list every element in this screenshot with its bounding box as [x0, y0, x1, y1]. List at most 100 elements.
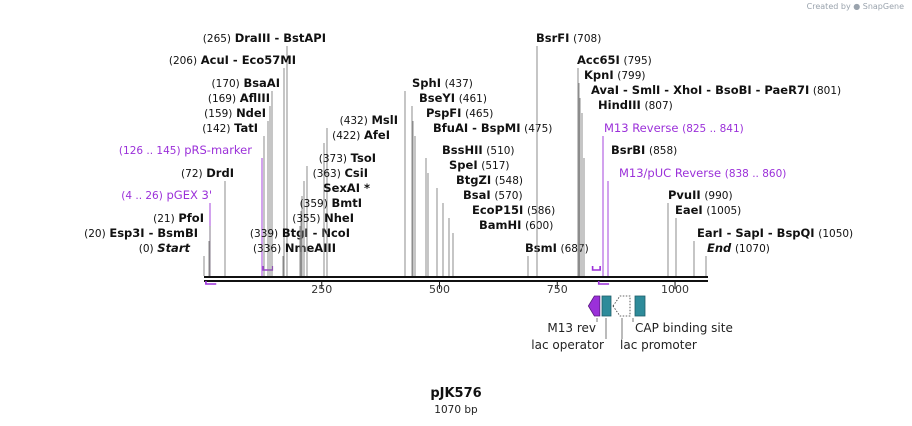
site-position: (858)	[649, 145, 677, 157]
site-label[interactable]: (169) AflIII	[208, 91, 270, 105]
site-label[interactable]: (355) NheI	[292, 211, 354, 225]
site-name: PfoI	[178, 211, 204, 225]
site-name: Esp3I - BsmBI	[109, 226, 198, 240]
site-position: (517)	[481, 160, 509, 172]
site-label[interactable]: (363) CsiI	[313, 166, 368, 180]
site-name: BfuAI - BspMI	[433, 121, 520, 135]
lac-promoter-arrow[interactable]	[612, 295, 631, 317]
site-label[interactable]: (0) Start	[139, 241, 191, 255]
site-position: (799)	[617, 70, 645, 82]
site-position: (708)	[573, 33, 601, 45]
site-label[interactable]: (142) TatI	[202, 121, 258, 135]
site-label[interactable]: HindIII (807)	[598, 98, 673, 112]
site-position: (687)	[561, 243, 589, 255]
feature-label-lac-operator: lac operator	[531, 338, 604, 352]
site-label[interactable]: BsaI (570)	[463, 188, 523, 202]
site-label[interactable]: BssHII (510)	[442, 143, 515, 157]
credit-brand: SnapGene	[862, 2, 904, 11]
plasmid-length: 1070 bp	[434, 404, 478, 416]
site-position: (807)	[644, 100, 672, 112]
site-name: KpnI	[584, 68, 614, 82]
cap-binding-site-box[interactable]	[634, 295, 646, 317]
site-label[interactable]: EaeI (1005)	[675, 203, 741, 217]
site-label[interactable]: BseYI (461)	[419, 91, 487, 105]
site-position: (142)	[202, 123, 230, 135]
site-name: MslI	[371, 113, 398, 127]
site-label[interactable]: (159) NdeI	[204, 106, 266, 120]
site-name: BsaI	[463, 188, 491, 202]
site-label[interactable]: (432) MslI	[340, 113, 398, 127]
site-name: NdeI	[236, 106, 266, 120]
site-label[interactable]: (339) BtgI - NcoI	[250, 226, 350, 240]
feature-label-m13-rev: M13 rev	[547, 321, 596, 335]
site-name: M13/pUC Reverse	[619, 166, 721, 180]
site-position: (795)	[623, 55, 651, 67]
site-position: (475)	[524, 123, 552, 135]
site-position: (570)	[494, 190, 522, 202]
ruler-tick-label: 1000	[661, 283, 689, 296]
site-name: EarI - SapI - BspQI	[697, 226, 815, 240]
site-position: (373)	[319, 153, 347, 165]
site-label[interactable]: M13 Reverse (825 .. 841)	[604, 121, 744, 135]
site-label[interactable]: AvaI - SmlI - XhoI - BsoBI - PaeR7I (801…	[591, 83, 841, 97]
site-label[interactable]: (265) DraIII - BstAPI	[203, 31, 326, 45]
site-position: (437)	[445, 78, 473, 90]
site-label[interactable]: (422) AfeI	[332, 128, 390, 142]
site-position: (1005)	[706, 205, 741, 217]
site-label[interactable]: BamHI (600)	[479, 218, 553, 232]
site-label[interactable]: (359) BmtI	[300, 196, 362, 210]
site-label[interactable]: EcoP15I (586)	[472, 203, 555, 217]
site-name: M13 Reverse	[604, 121, 678, 135]
site-label[interactable]: End (1070)	[707, 241, 770, 255]
site-position: (339)	[250, 228, 278, 240]
site-label[interactable]: SpeI (517)	[449, 158, 509, 172]
site-label[interactable]: (21) PfoI	[153, 211, 204, 225]
site-label[interactable]: (336) NmeAIII	[253, 241, 336, 255]
ruler-tick-label: 250	[311, 283, 332, 296]
site-label[interactable]: SexAI *	[323, 181, 370, 195]
site-position: (600)	[525, 220, 553, 232]
site-position: (20)	[84, 228, 106, 240]
site-label[interactable]: EarI - SapI - BspQI (1050)	[697, 226, 853, 240]
site-label[interactable]: SphI (437)	[412, 76, 473, 90]
site-position: (206)	[169, 55, 197, 67]
m13-rev-arrow[interactable]	[587, 295, 601, 317]
primer-mark	[597, 281, 610, 285]
site-label[interactable]: (4 .. 26) pGEX 3'	[121, 188, 212, 202]
site-name: BmtI	[331, 196, 362, 210]
site-name: End	[707, 241, 732, 255]
site-label[interactable]: BsrFI (708)	[536, 31, 601, 45]
site-label[interactable]: M13/pUC Reverse (838 .. 860)	[619, 166, 786, 180]
site-label[interactable]: BfuAI - BspMI (475)	[433, 121, 552, 135]
lac-operator-box[interactable]	[601, 295, 612, 317]
site-label[interactable]: (126 .. 145) pRS-marker	[119, 143, 252, 157]
site-name: PvuII	[668, 188, 701, 202]
site-name: TsoI	[351, 151, 376, 165]
site-label[interactable]: Acc65I (795)	[577, 53, 652, 67]
site-label[interactable]: PvuII (990)	[668, 188, 733, 202]
site-label[interactable]: (373) TsoI	[319, 151, 376, 165]
site-label[interactable]: BtgZI (548)	[456, 173, 523, 187]
feature-label-lac-promoter: lac promoter	[620, 338, 697, 352]
site-position: (586)	[527, 205, 555, 217]
site-label[interactable]: (206) AcuI - Eco57MI	[169, 53, 296, 67]
site-name: BssHII	[442, 143, 483, 157]
site-label[interactable]: PspFI (465)	[426, 106, 493, 120]
site-name: BtgZI	[456, 173, 491, 187]
site-label[interactable]: (20) Esp3I - BsmBI	[84, 226, 198, 240]
site-label[interactable]: (170) BsaAI	[212, 76, 280, 90]
site-name: pGEX 3'	[167, 188, 213, 202]
site-label[interactable]: (72) DrdI	[181, 166, 234, 180]
site-position: (0)	[139, 243, 154, 255]
site-name: SpeI	[449, 158, 478, 172]
site-name: DrdI	[206, 166, 234, 180]
snapgene-logo-icon: ●	[853, 2, 861, 11]
site-position: (548)	[495, 175, 523, 187]
site-name: NmeAIII	[285, 241, 336, 255]
site-name: AcuI - Eco57MI	[201, 53, 296, 67]
primer-mark	[591, 266, 601, 271]
site-label[interactable]: KpnI (799)	[584, 68, 646, 82]
site-label[interactable]: BsrBI (858)	[611, 143, 677, 157]
site-name: BsaAI	[243, 76, 280, 90]
ruler-tick-label: 750	[547, 283, 568, 296]
